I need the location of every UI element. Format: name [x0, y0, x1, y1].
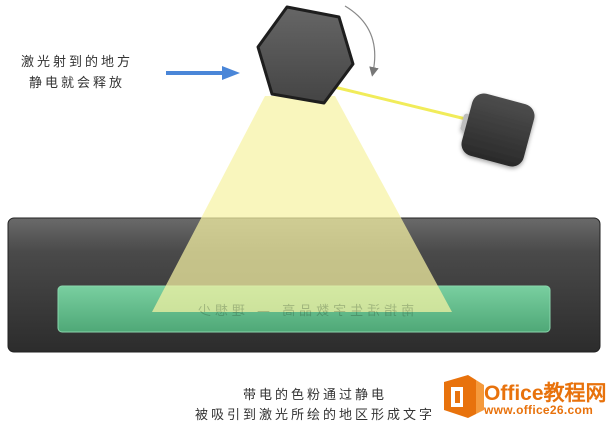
light-cone	[152, 96, 452, 312]
laser-beam	[329, 84, 471, 122]
laser-arrow-icon	[166, 66, 240, 80]
mirrored-drum-text: 南指活生字数品高 — 理想少	[193, 303, 415, 319]
laser-caption-line-2: 静电就会释放	[28, 76, 125, 91]
office-logo-icon	[444, 375, 484, 418]
laser-caption: 激光射到的地方 静电就会释放	[10, 52, 144, 94]
rotating-mirror-hexagon	[256, 5, 355, 105]
laser-emitter	[460, 93, 535, 167]
toner-caption: 带电的色粉通过静电 被吸引到激光所绘的地区形成文字	[160, 386, 470, 426]
toner-caption-line-2: 被吸引到激光所绘的地区形成文字	[194, 408, 435, 423]
logo-brand: Office教程网	[484, 382, 607, 405]
toner-caption-line-1: 带电的色粉通过静电	[242, 388, 387, 403]
site-logo[interactable]: Office教程网 www.office26.com	[440, 374, 607, 420]
laser-caption-line-1: 激光射到的地方	[20, 55, 133, 70]
logo-url: www.office26.com	[484, 403, 594, 417]
rotation-arrow-icon	[344, 5, 379, 77]
